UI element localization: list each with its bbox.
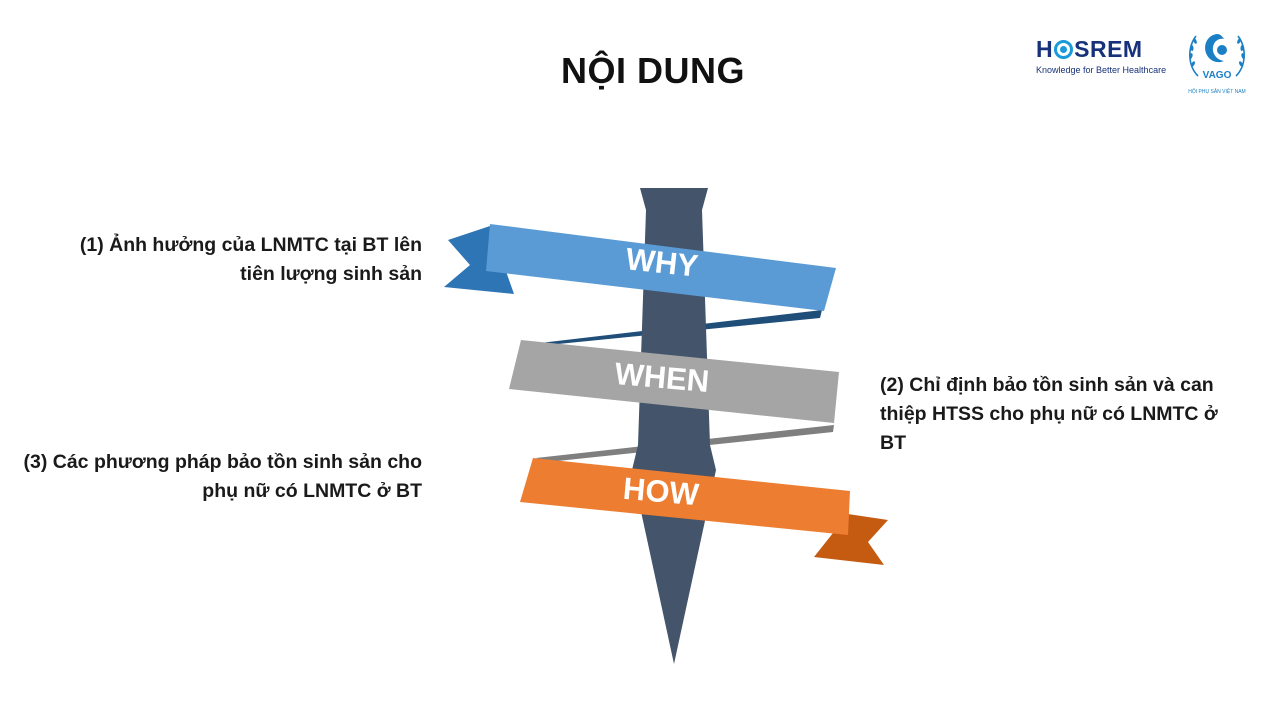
vago-emblem-icon: VAGO <box>1189 34 1245 81</box>
description-how: (3) Các phương pháp bảo tồn sinh sản cho… <box>23 451 423 502</box>
when-ribbon <box>509 340 839 423</box>
how-ribbon-tail <box>814 514 888 565</box>
center-stake <box>632 188 716 664</box>
hosrem-tagline: Knowledge for Better Healthcare <box>1036 65 1167 75</box>
hosrem-wordmark-prefix: H <box>1036 36 1054 62</box>
hosrem-o-icon <box>1054 40 1074 59</box>
why-ribbon <box>486 224 836 311</box>
slide-title: NỘI DUNG <box>561 50 745 91</box>
hosrem-wordmark: H SREM <box>1036 36 1168 62</box>
vago-logo: VAGO HỘI PHỤ SẢN VIỆT NAM <box>1184 26 1250 96</box>
description-when: (2) Chỉ định bảo tồn sinh sản và can thi… <box>880 374 1218 454</box>
hosrem-wordmark-suffix: SREM <box>1074 36 1143 62</box>
vago-wordmark: VAGO <box>1203 70 1232 81</box>
description-why: (1) Ảnh hưởng của LNMTC tại BT lên tiên … <box>79 234 422 285</box>
why-ribbon-tail <box>444 226 514 294</box>
when-label: WHEN <box>613 356 710 399</box>
why-label: WHY <box>624 241 700 283</box>
how-label: HOW <box>622 471 701 513</box>
hosrem-logo: H SREM Knowledge for Better Healthcare <box>1036 36 1168 80</box>
how-ribbon <box>520 458 850 535</box>
vago-subtitle: HỘI PHỤ SẢN VIỆT NAM <box>1188 89 1246 95</box>
